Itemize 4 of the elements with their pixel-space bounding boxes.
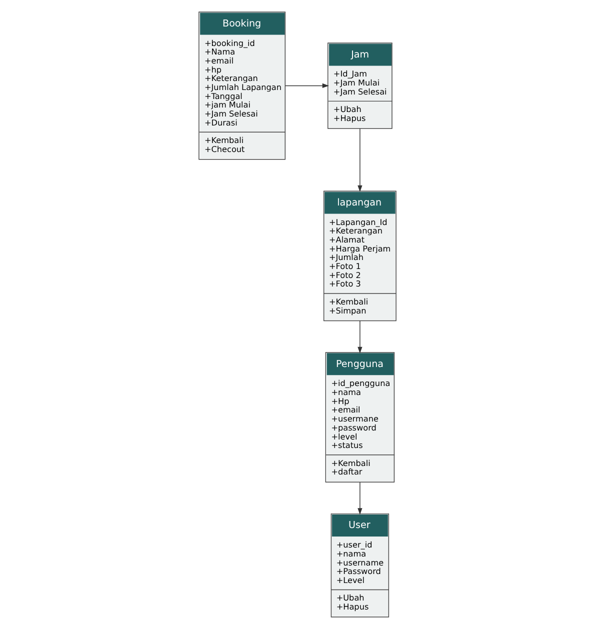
arrow bbox=[358, 128, 362, 192]
arrow bbox=[358, 482, 362, 515]
arrow bbox=[284, 83, 329, 88]
arrow bbox=[358, 320, 362, 354]
